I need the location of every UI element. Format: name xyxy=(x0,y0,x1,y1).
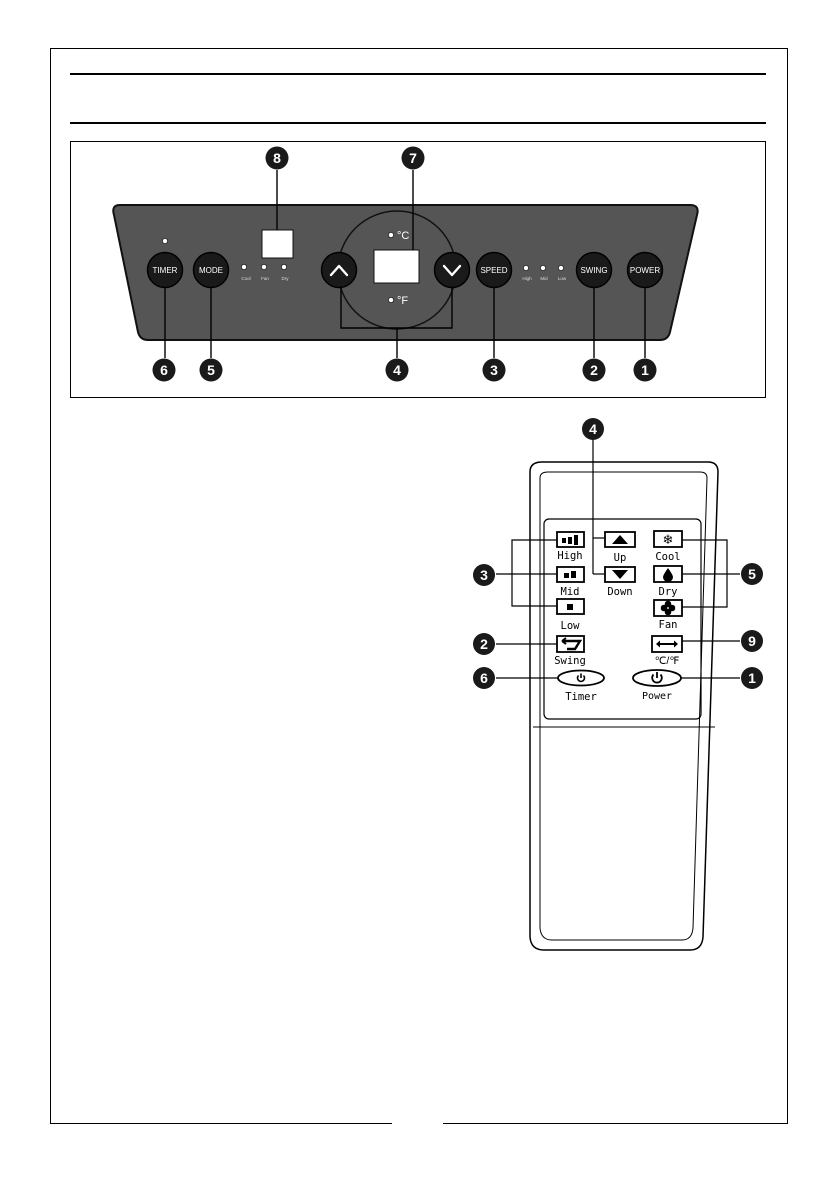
callout-1: 1 xyxy=(634,359,657,382)
svg-text:3: 3 xyxy=(490,362,498,378)
celsius-led xyxy=(388,232,393,237)
svg-text:5: 5 xyxy=(748,566,756,582)
remote-timer-label: Timer xyxy=(565,691,597,703)
celsius-label: °C xyxy=(397,230,409,242)
svg-text:6: 6 xyxy=(480,670,488,686)
remote-power-button[interactable] xyxy=(633,670,681,686)
remote-up-label: Up xyxy=(614,552,627,564)
mode-led-cool xyxy=(241,264,246,269)
display-main xyxy=(374,250,419,283)
mode-label-cool: Cool xyxy=(241,276,250,281)
speed-led-high xyxy=(523,265,528,270)
remote-low-button[interactable] xyxy=(557,599,584,614)
remote-down-label: Down xyxy=(607,586,632,598)
speed-label-high: High xyxy=(522,276,532,281)
remote-fan-button[interactable] xyxy=(654,600,682,616)
remote-power-label: Power xyxy=(642,691,672,702)
swing-button[interactable]: SWING xyxy=(577,253,612,288)
remote-callout-2: 2 xyxy=(473,633,495,655)
remote-unit-label: ℃/℉ xyxy=(655,655,680,667)
svg-text:1: 1 xyxy=(748,670,756,686)
callout-4: 4 xyxy=(386,359,409,382)
remote-swing-button[interactable] xyxy=(557,636,584,652)
svg-text:3: 3 xyxy=(480,567,488,583)
speed-led-low xyxy=(558,265,563,270)
mode-led-fan xyxy=(261,264,266,269)
speed-led-mid xyxy=(540,265,545,270)
callout-7: 7 xyxy=(402,147,425,170)
mode-led-dry xyxy=(281,264,286,269)
mode-label-dry: Dry xyxy=(282,276,290,281)
remote-up-button[interactable] xyxy=(605,532,635,547)
mode-label-fan: Fan xyxy=(261,276,269,281)
remote-unit-button[interactable] xyxy=(652,636,682,652)
remote-callout-3: 3 xyxy=(473,564,495,586)
remote-mid-button[interactable] xyxy=(557,567,584,582)
callout-8: 8 xyxy=(266,147,289,170)
svg-text:4: 4 xyxy=(393,362,401,378)
remote-cool-button[interactable]: ❄ xyxy=(654,531,682,547)
remote-cool-label: Cool xyxy=(655,551,680,563)
speed-label-low: Low xyxy=(558,276,567,281)
remote-high-label: High xyxy=(557,550,582,562)
remote-fan-label: Fan xyxy=(659,619,678,631)
svg-text:6: 6 xyxy=(160,362,168,378)
svg-text:1: 1 xyxy=(641,362,649,378)
display-small xyxy=(262,230,293,258)
panel-up-button[interactable] xyxy=(322,253,357,288)
callout-2: 2 xyxy=(583,359,606,382)
power-button-label: POWER xyxy=(630,266,660,275)
svg-text:8: 8 xyxy=(273,150,281,166)
one-bar-icon xyxy=(567,604,573,610)
callout-5: 5 xyxy=(200,359,223,382)
swing-button-label: SWING xyxy=(580,266,607,275)
speed-button[interactable]: SPEED xyxy=(477,253,512,288)
remote-low-label: Low xyxy=(561,620,581,632)
callout-3: 3 xyxy=(483,359,506,382)
fahrenheit-label: °F xyxy=(397,295,408,307)
remote-timer-button[interactable] xyxy=(558,671,604,686)
remote-dry-label: Dry xyxy=(659,586,678,598)
remote-callout-5: 5 xyxy=(741,563,763,585)
remote-callout-9: 9 xyxy=(741,630,763,652)
panel-down-button[interactable] xyxy=(435,253,470,288)
remote-dry-button[interactable] xyxy=(654,566,682,582)
svg-text:4: 4 xyxy=(589,421,597,437)
remote-high-button[interactable] xyxy=(557,532,584,547)
fahrenheit-led xyxy=(388,297,393,302)
timer-button[interactable]: TIMER xyxy=(148,253,183,288)
timer-led xyxy=(162,238,167,243)
remote-callout-6: 6 xyxy=(473,667,495,689)
mode-button[interactable]: MODE xyxy=(194,253,229,288)
remote-swing-label: Swing xyxy=(554,655,586,667)
svg-text:9: 9 xyxy=(748,633,756,649)
callout-6: 6 xyxy=(153,359,176,382)
remote-callout-1: 1 xyxy=(741,667,763,689)
remote-callout-4: 4 xyxy=(582,418,604,440)
power-button[interactable]: POWER xyxy=(628,253,663,288)
svg-text:2: 2 xyxy=(590,362,598,378)
timer-button-label: TIMER xyxy=(153,266,178,275)
mode-button-label: MODE xyxy=(199,266,223,275)
remote-mid-label: Mid xyxy=(561,586,580,598)
remote-down-button[interactable] xyxy=(605,567,635,582)
svg-text:2: 2 xyxy=(480,636,488,652)
snowflake-icon: ❄ xyxy=(663,532,674,547)
speed-button-label: SPEED xyxy=(480,266,507,275)
speed-label-mid: Mid xyxy=(540,276,548,281)
svg-text:7: 7 xyxy=(409,150,417,166)
svg-text:5: 5 xyxy=(207,362,215,378)
